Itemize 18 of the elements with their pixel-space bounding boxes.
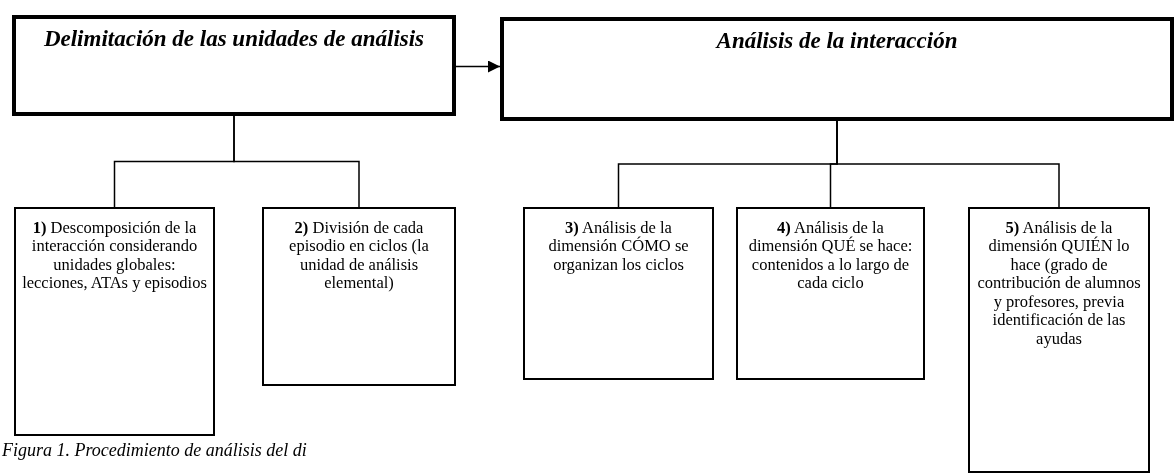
box-text: Análisis de la interacción <box>716 27 958 55</box>
box-text: 4) Análisis de la dimensión QUÉ se hace: contenidos a lo largo de cada ciclo <box>747 219 914 293</box>
step-box <box>523 207 714 380</box>
connector-line <box>836 120 1060 208</box>
box-text: 1) Descomposición de la interacción considerando unidades globales: lecciones, ATAs y episodios <box>22 219 207 293</box>
box-text: 5) Análisis de la dimensión QUIÉN lo hace (grado de contribución de alumnos y profesores, previa identificación de las ayudas <box>976 219 1142 349</box>
step-box <box>262 207 456 386</box>
connector-line <box>233 115 360 208</box>
figure-caption: Figura 1. Procedimiento de análisis del di <box>2 440 307 461</box>
step-box <box>736 207 925 380</box>
step-box <box>968 207 1150 473</box>
arrow <box>455 60 501 73</box>
box-text: 3) Análisis de la dimensión CÓMO se organizan los ciclos <box>547 219 690 275</box>
box-text: 2) División de cada episodio en ciclos (la unidad de análisis elemental) <box>288 219 430 293</box>
heading-box <box>500 17 1174 121</box>
step-box <box>14 207 215 436</box>
heading-box <box>12 15 456 116</box>
box-text: Delimitación de las unidades de análisis <box>43 25 425 53</box>
